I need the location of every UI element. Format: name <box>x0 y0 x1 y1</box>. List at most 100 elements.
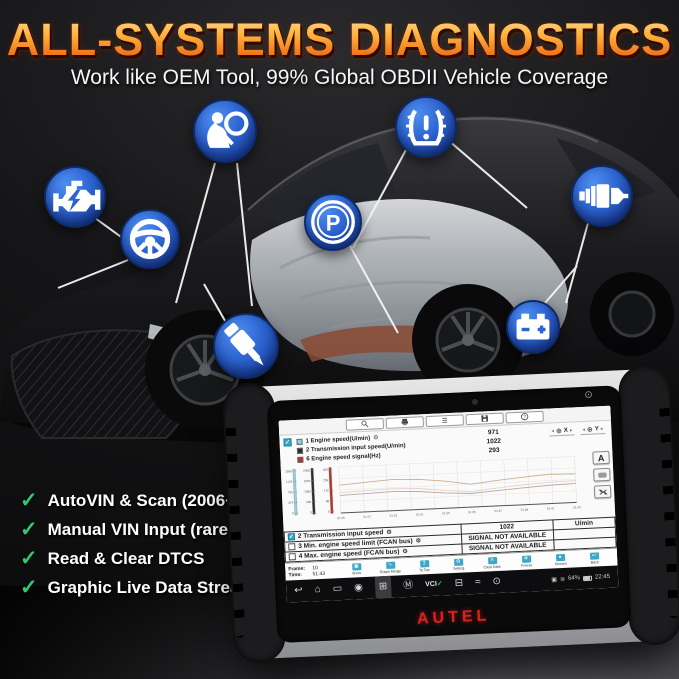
chevron-right-icon[interactable]: ▸ <box>600 425 604 432</box>
home-icon[interactable]: ⌂ <box>314 584 321 596</box>
live-data-chart: 1500112575037502000150010005000345259172… <box>285 456 581 520</box>
check-icon: ✓ <box>20 576 38 599</box>
autel-logo: AUTEL <box>416 607 491 628</box>
chevron-left-icon[interactable]: ◂ <box>582 426 586 433</box>
gear-icon[interactable]: ⚙ <box>373 435 379 442</box>
setting-button[interactable]: ⚙Setting <box>452 558 465 571</box>
power-icon[interactable]: ⊙ <box>492 575 502 588</box>
back-button[interactable]: ↩Back <box>589 552 599 565</box>
battery-icon <box>506 300 560 354</box>
row-checkbox[interactable]: ✓ <box>287 533 296 541</box>
svg-text:51:35: 51:35 <box>468 510 476 514</box>
steering-wheel-icon <box>120 209 180 269</box>
engine-icon <box>44 166 106 228</box>
svg-text:1000: 1000 <box>304 489 311 493</box>
save-icon[interactable] <box>465 412 504 425</box>
zoom-y-control[interactable]: ◂ ⊕ Y ▸ <box>580 423 606 436</box>
spark-plug-icon <box>571 165 633 227</box>
clock-time: 22:45 <box>594 573 611 581</box>
power-button[interactable]: ⊙ <box>584 389 593 401</box>
select-all-checkbox[interactable]: ✓ <box>283 437 292 447</box>
tablet-screen: ? ✓ 1 Engine speed(U/min) ⚙ <box>278 405 619 603</box>
svg-text:51:39: 51:39 <box>521 508 529 512</box>
svg-text:51:43: 51:43 <box>573 505 581 509</box>
back-icon[interactable]: ↩ <box>294 584 303 597</box>
svg-text:51:31: 51:31 <box>416 512 424 516</box>
gear-icon[interactable]: ⚙ <box>402 549 408 556</box>
svg-text:500: 500 <box>306 500 312 504</box>
injector-icon <box>213 313 279 379</box>
svg-text:51:33: 51:33 <box>442 511 450 515</box>
chevron-right-icon[interactable]: ▸ <box>569 426 573 434</box>
feature-list: ✓ AutoVIN & Scan (2006+) ✓ Manual VIN In… <box>20 486 255 602</box>
chart-side-buttons: A <box>592 450 612 499</box>
magnifier-icon: ⊕ <box>586 426 593 434</box>
airbag-icon <box>193 99 257 163</box>
camera-icon <box>472 398 479 405</box>
row-checkbox[interactable] <box>288 553 296 561</box>
help-icon[interactable]: ? <box>505 410 544 423</box>
check-icon: ✓ <box>20 489 38 512</box>
vci-button[interactable]: VCI✓ <box>425 580 443 589</box>
time-label: Time: <box>288 571 302 579</box>
camera-status-icon: ▣ <box>551 576 558 584</box>
feature-label: AutoVIN & Scan (2006+) <box>47 490 241 510</box>
feature-label: Read & Clear DTCS <box>47 548 205 568</box>
svg-text:1125: 1125 <box>286 480 293 484</box>
svg-text:0: 0 <box>310 510 312 514</box>
svg-text:259: 259 <box>323 478 329 482</box>
row-checkbox[interactable] <box>288 543 296 551</box>
vehicle-icon[interactable]: ⊟ <box>454 577 464 589</box>
gear-icon[interactable]: ⚙ <box>386 529 392 536</box>
svg-text:1500: 1500 <box>304 479 311 483</box>
list-item: ✓ Read & Clear DTCS <box>20 544 255 573</box>
text-mode-button[interactable]: A <box>592 450 610 465</box>
parking-brake-icon: P <box>304 193 362 251</box>
recents-icon[interactable]: ▭ <box>332 583 343 595</box>
location-icon[interactable]: ◉ <box>353 582 364 594</box>
svg-text:2000: 2000 <box>303 468 310 472</box>
clear-data-button[interactable]: ✕Clear Data <box>483 557 502 570</box>
battery-icon <box>582 575 593 581</box>
status-cluster: ▣ ≋ 64% 22:45 <box>551 573 610 583</box>
feature-label: Graphic Live Data Stream <box>47 577 255 597</box>
svg-text:1500: 1500 <box>285 469 292 473</box>
svg-text:P: P <box>326 210 341 235</box>
printer-icon[interactable] <box>385 415 425 429</box>
gear-icon[interactable]: ⚙ <box>415 538 422 545</box>
list-item: ✓ Graphic Live Data Stream <box>20 573 255 602</box>
zoom-controls: ◂ ⊕ X ▸ ◂ ⊕ Y ▸ <box>549 423 606 437</box>
series-swatch <box>296 447 304 454</box>
zoom-x-control[interactable]: ◂ ⊕ X ▸ <box>549 425 575 437</box>
freeze-button[interactable]: ❄Freeze <box>520 555 533 568</box>
record-button[interactable]: ●Record <box>554 553 567 567</box>
show-button[interactable]: ▣Show <box>351 563 362 576</box>
series-current-value: 293 <box>488 446 500 455</box>
graph-merge-button[interactable]: ∿Graph Merge <box>379 561 402 575</box>
display-mode-button[interactable] <box>593 467 611 482</box>
check-icon: ✓ <box>20 518 38 541</box>
svg-text:0: 0 <box>292 511 294 515</box>
expand-icon[interactable] <box>593 484 612 499</box>
maxitools-icon[interactable]: Ⓜ <box>402 579 414 592</box>
feature-label: Manual VIN Input (rarely) <box>47 519 248 539</box>
tpms-icon <box>395 96 457 158</box>
to-top-button[interactable]: ↥To Top <box>419 560 430 573</box>
data-icon[interactable]: ≈ <box>474 576 481 589</box>
svg-text:172: 172 <box>324 489 330 493</box>
chevron-left-icon[interactable]: ◂ <box>551 427 555 434</box>
search-icon[interactable] <box>345 417 385 431</box>
zoom-x-label: X <box>563 427 569 434</box>
check-icon: ✓ <box>20 547 38 570</box>
screenshot-icon[interactable]: ⊞ <box>374 575 392 599</box>
list-icon[interactable] <box>425 413 464 427</box>
page-subtitle: Work like OEM Tool, 99% Global OBDII Veh… <box>70 66 609 89</box>
rear-wheel <box>412 284 524 396</box>
svg-text:750: 750 <box>288 490 294 494</box>
time-value: 51:43 <box>312 570 326 578</box>
callout-lines <box>57 139 589 334</box>
battery-percent: 64% <box>567 575 581 582</box>
svg-text:51:29: 51:29 <box>390 513 398 517</box>
svg-text:51:37: 51:37 <box>494 509 502 513</box>
